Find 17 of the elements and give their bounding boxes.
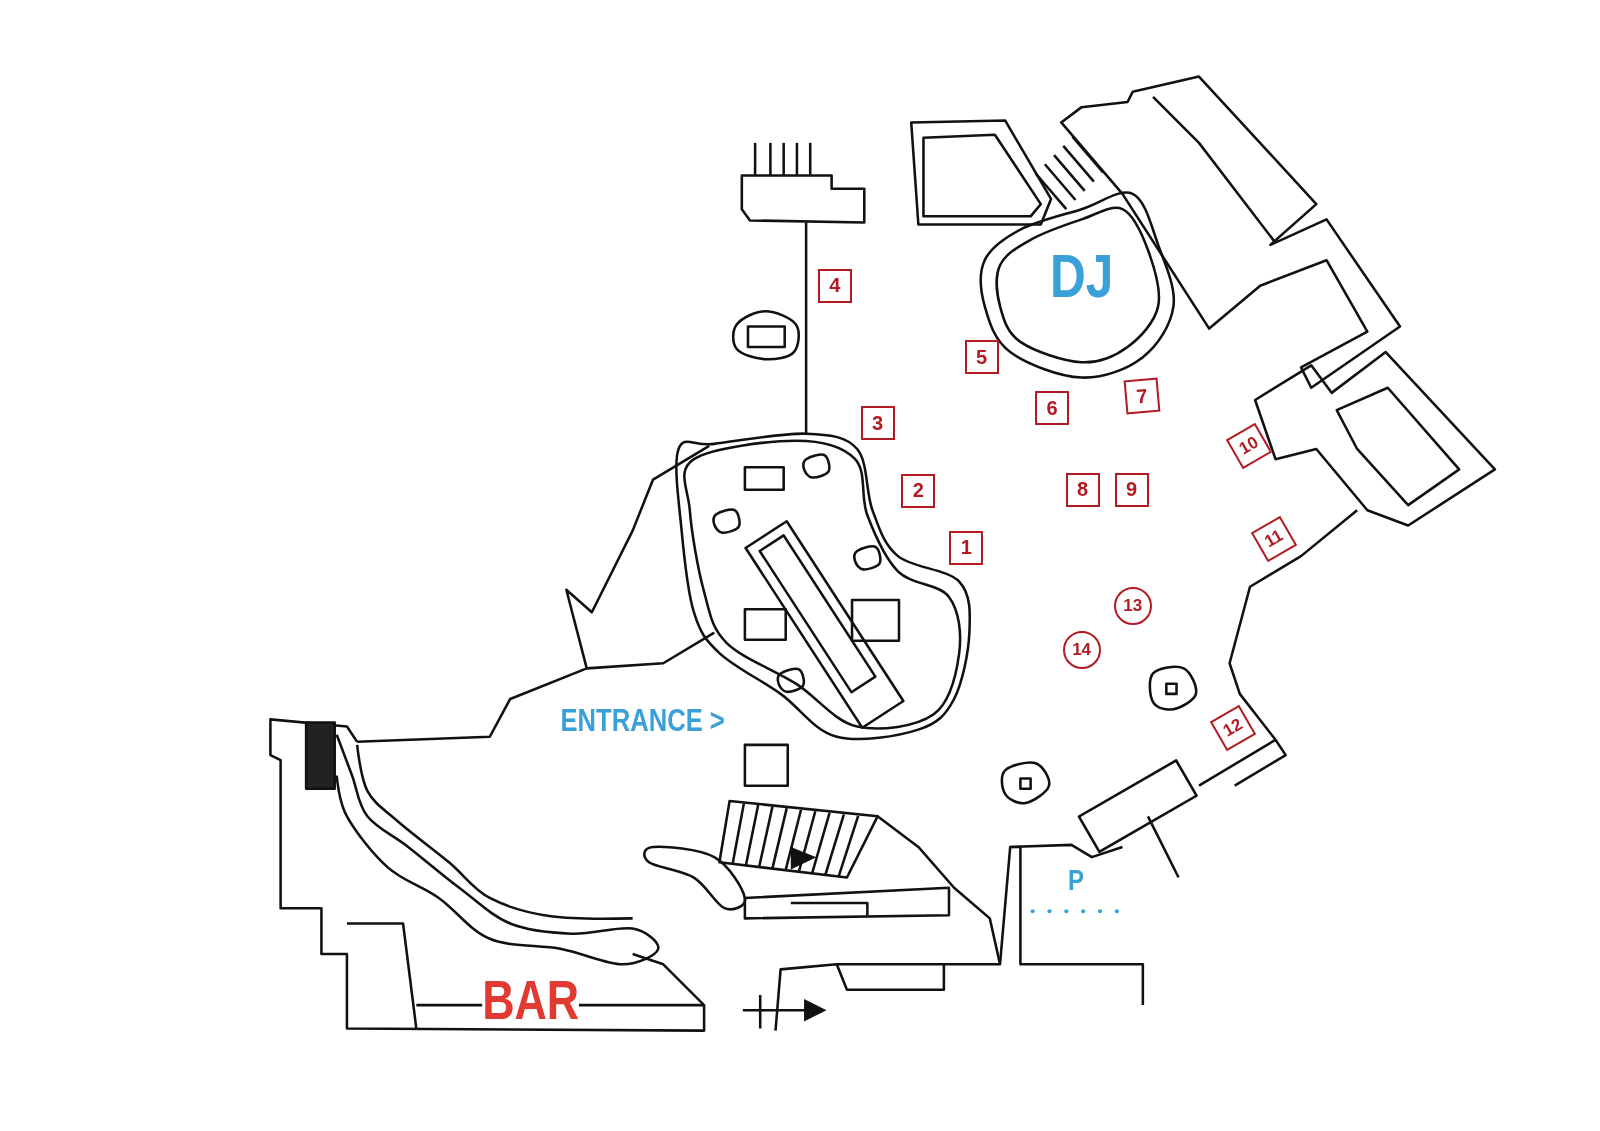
- table-number-box: 2: [901, 473, 936, 508]
- table-number-circle: 13: [1113, 587, 1152, 626]
- table-number-box: 9: [1114, 472, 1149, 507]
- table-number-box: 6: [1035, 391, 1070, 426]
- area-label: DJ: [1050, 244, 1114, 307]
- table-number-box: 3: [860, 406, 895, 441]
- table-number-box: 10: [1225, 422, 1273, 470]
- table-number-box: 5: [964, 340, 999, 375]
- table-number-box: 7: [1123, 377, 1161, 415]
- parking-label: P: [1067, 864, 1084, 895]
- entrance-label: ENTRANCE >: [560, 704, 726, 737]
- table-number-box: 12: [1209, 704, 1256, 751]
- table-number-box: 1: [949, 530, 984, 565]
- table-number-box: 8: [1065, 472, 1100, 507]
- table-number-circle: 14: [1062, 631, 1101, 669]
- table-number-box: 4: [817, 268, 852, 303]
- table-number-box: 11: [1251, 515, 1298, 562]
